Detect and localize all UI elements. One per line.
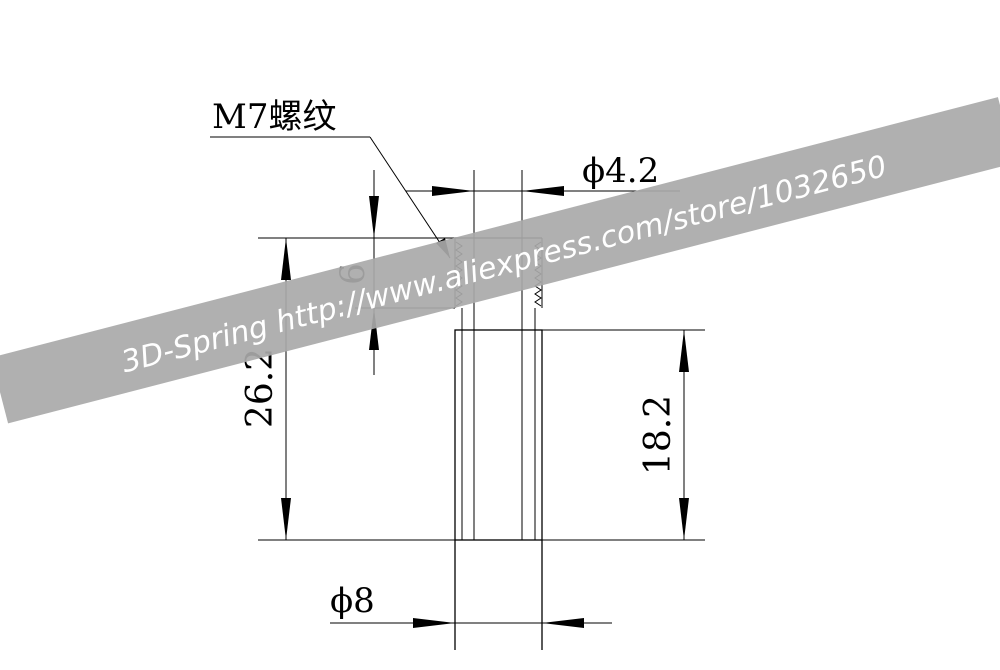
dim-outer-diameter: ϕ8	[330, 581, 612, 628]
dim-inner-diameter-label: ϕ4.2	[582, 151, 659, 191]
dim-body-height: 18.2	[638, 330, 689, 540]
watermark-band	[0, 97, 1000, 424]
thread-leader: M7螺纹	[210, 97, 451, 259]
dim-outer-diameter-label: ϕ8	[330, 581, 375, 621]
watermark: 3D-Spring http://www.aliexpress.com/stor…	[0, 97, 1000, 424]
dim-body-height-label: 18.2	[638, 395, 679, 475]
watermark-text: 3D-Spring http://www.aliexpress.com/stor…	[118, 149, 890, 380]
thread-label: M7螺纹	[212, 97, 336, 137]
dim-inner-diameter: ϕ4.2	[406, 151, 680, 196]
part-outline	[454, 170, 543, 650]
